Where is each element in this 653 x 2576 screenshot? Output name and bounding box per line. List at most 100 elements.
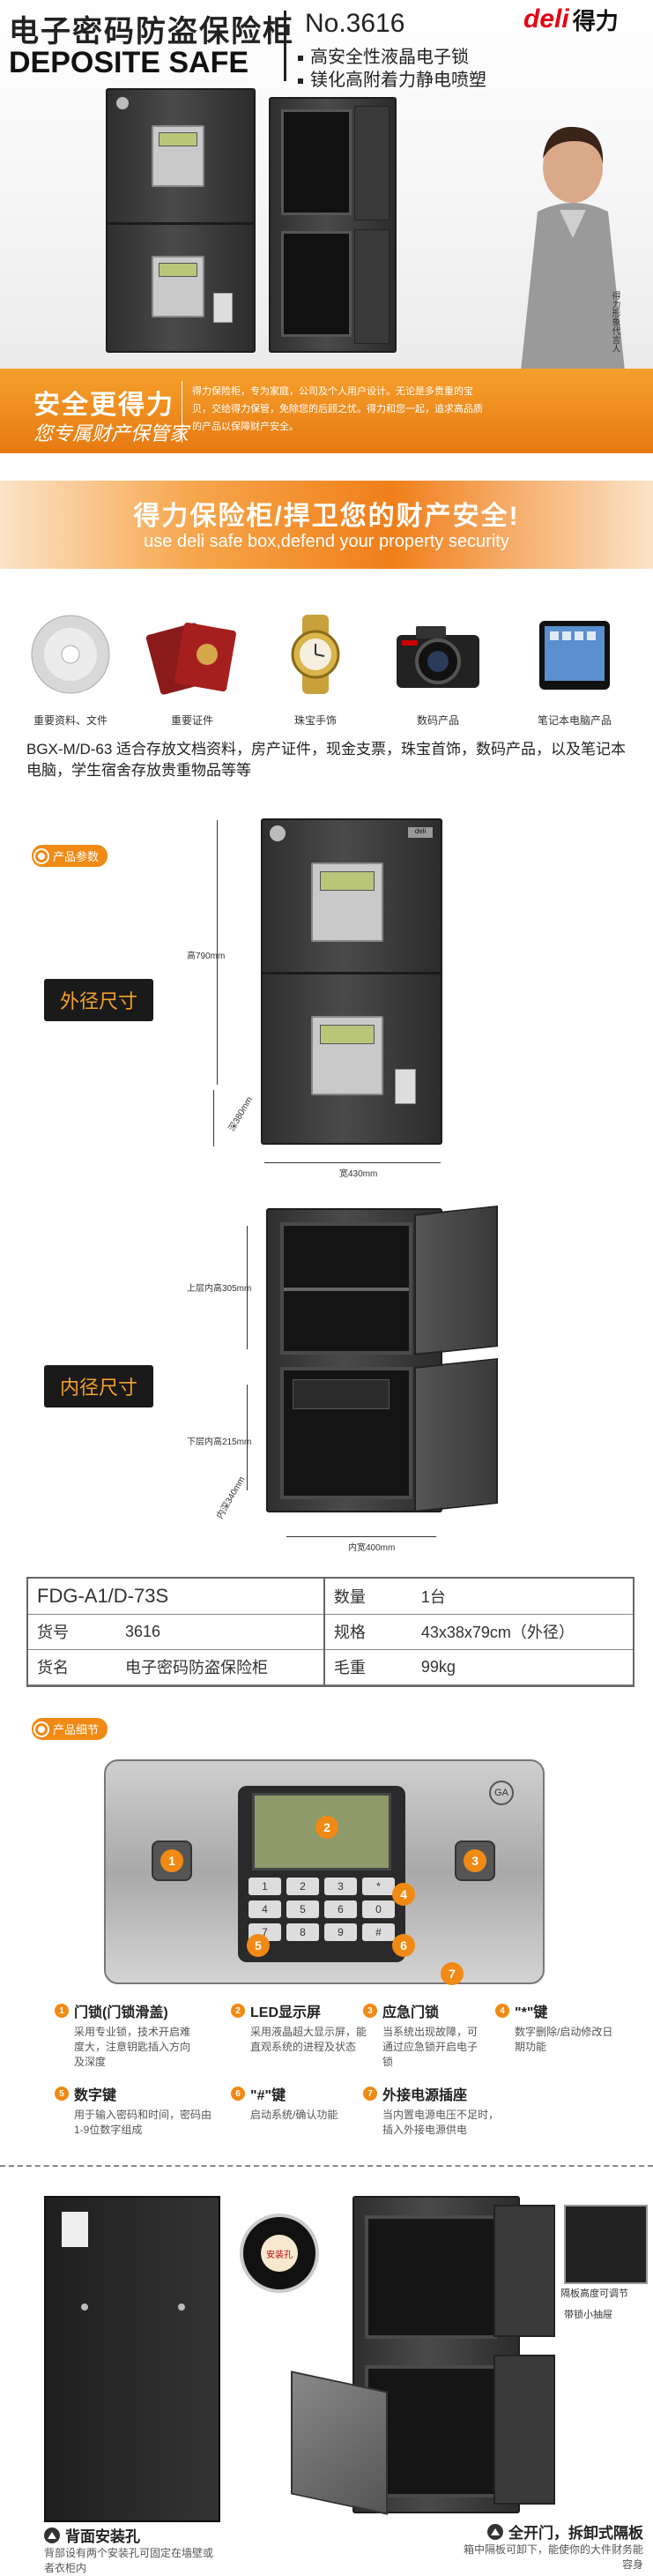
- slogan-band: [0, 481, 653, 569]
- inner-upper-line: [247, 1226, 248, 1349]
- hero-title-cn: 电子密码防盗保险柜: [9, 15, 294, 49]
- safe-back-image: [44, 2196, 220, 2522]
- hero-divider: [284, 11, 286, 81]
- keypad-grid: 1 2 3 * 4 5 6 0 7 8 9 #: [249, 1878, 395, 1941]
- tablet-icon: [539, 621, 610, 690]
- table-row: 货号 3616 规格 43x38x79cm（外径）: [28, 1614, 633, 1650]
- spec-key: 货号: [28, 1614, 116, 1650]
- model-number: No.3616: [305, 9, 405, 38]
- outer-depth-line: [213, 1089, 214, 1147]
- open-caption: 全开门，拆卸式隔板 箱中隔板可卸下，能使你的大件财务能容身: [463, 2523, 643, 2571]
- keypad-key[interactable]: 0: [362, 1900, 395, 1918]
- slogan-cn: 得力保险柜/捍卫您的财产安全!: [133, 502, 520, 531]
- safe-keypad-lower: [152, 256, 204, 317]
- spokesperson-caption: 得力形象代言人: [610, 291, 620, 353]
- open-door-lower: [493, 2355, 555, 2505]
- ga-logo: GA: [489, 1781, 514, 1805]
- keypad-key[interactable]: 4: [249, 1900, 281, 1918]
- lock-panel-image: 2 1 3 GA 1 2 3 * 4 5 6 0 7 8 9 # 4 5 6 7: [104, 1759, 545, 1985]
- removable-shelf: [291, 2371, 388, 2515]
- table-row: 货名 电子密码防盗保险柜 毛重 99kg: [28, 1649, 633, 1685]
- drawer-note: 带锁小抽屉: [564, 2310, 612, 2320]
- outer-keypad-upper: [311, 862, 383, 942]
- brand-en: deli: [523, 4, 569, 34]
- storage-label: 笔记本电脑产品: [537, 714, 612, 727]
- outer-height: 高790mm: [187, 952, 226, 961]
- spec-value: 3616: [116, 1614, 324, 1650]
- spec-key: 货名: [28, 1649, 116, 1685]
- inner-door-lower: [414, 1358, 498, 1512]
- play-icon: [44, 2527, 60, 2543]
- inner-door-upper: [414, 1206, 498, 1355]
- spec-value: 电子密码防盗保险柜: [116, 1649, 324, 1685]
- inner-upper-height: 上层内高305mm: [187, 1284, 252, 1294]
- panel-marker-3: 3: [464, 1849, 486, 1872]
- orange-slogan-1: 安全更得力: [33, 391, 174, 420]
- keypad-key[interactable]: 2: [286, 1878, 319, 1895]
- cd-icon: [31, 615, 110, 694]
- hero-safe-closed: [106, 88, 256, 353]
- panel-marker-2: 2: [315, 1816, 338, 1839]
- orange-banner: [0, 369, 653, 453]
- outer-depth: 深380mm: [226, 1094, 256, 1134]
- storage-item-digital: 数码产品: [385, 601, 491, 728]
- storage-item-certificates: 重要证件: [139, 601, 245, 728]
- inner-size-label: 内径尺寸: [44, 1365, 154, 1407]
- deli-logo[interactable]: deli 得力: [523, 4, 647, 35]
- storage-item-documents: 重要资料、文件: [18, 601, 123, 728]
- install-hole-zoom: 安装孔: [240, 2214, 319, 2293]
- keypad-key[interactable]: 9: [324, 1923, 357, 1941]
- spokesperson-photo: [520, 126, 626, 379]
- spec-model: FDG-A1/D-73S: [28, 1579, 324, 1615]
- keypad-key[interactable]: 8: [286, 1923, 319, 1941]
- storage-label: 数码产品: [416, 714, 459, 727]
- watch-icon: [291, 615, 340, 694]
- keypad-key[interactable]: *: [362, 1878, 395, 1895]
- storage-item-laptop: 笔记本电脑产品: [522, 601, 627, 728]
- brand-cn: 得力: [572, 7, 619, 34]
- panel-marker-5: 5: [247, 1934, 270, 1957]
- spec-value: 99kg: [412, 1649, 633, 1685]
- feature-star-key: 4"*"键 数字删除/启动修改日期功能: [495, 2000, 619, 2055]
- orange-description: 得力保险柜，专为家庭，公司及个人用户设计。无论是多贵重的宝贝，交给得力保管，免除…: [192, 386, 483, 432]
- hero-title-en: DEPOSITE SAFE: [9, 46, 249, 79]
- inner-safe-image: [266, 1208, 442, 1512]
- outer-safe-image: deli: [261, 818, 442, 1145]
- outer-size-label: 外径尺寸: [44, 979, 154, 1021]
- hero-safe-open: [269, 97, 397, 353]
- keypad-key[interactable]: 1: [249, 1878, 281, 1895]
- safe-keypad-upper: [152, 125, 204, 187]
- panel-marker-4: 4: [392, 1883, 415, 1906]
- inner-lower-height: 下层内高215mm: [187, 1437, 252, 1447]
- panel-marker-1: 1: [160, 1849, 183, 1872]
- slogan-en: use deli safe box,defend your property s…: [144, 532, 509, 551]
- outer-width: 宽430mm: [339, 1169, 378, 1179]
- back-caption: 背面安装孔 背部设有两个安装孔可固定在墙壁或者衣柜内: [44, 2527, 214, 2574]
- outer-width-line: [264, 1162, 441, 1163]
- keypad-key[interactable]: #: [362, 1923, 395, 1941]
- storage-item-jewelry: 珠宝手饰: [263, 601, 368, 728]
- hero-feature-1: 高安全性液晶电子锁: [298, 42, 469, 68]
- passport-icon: [145, 622, 236, 695]
- play-icon: [487, 2523, 503, 2540]
- shelf-note: 隔板高度可调节: [560, 2289, 628, 2299]
- table-row: FDG-A1/D-73S 数量 1台: [28, 1579, 633, 1615]
- dashed-divider: [0, 2165, 653, 2167]
- feature-hash-key: 6"#"键 启动系统/确认功能: [231, 2083, 354, 2123]
- keypad-key[interactable]: 5: [286, 1900, 319, 1918]
- outer-keypad-lower: [311, 1016, 383, 1095]
- open-door-upper: [493, 2205, 555, 2337]
- storage-label: 重要资料、文件: [33, 714, 108, 727]
- install-hole-sticker: 安装孔: [261, 2235, 298, 2272]
- params-badge: 产品参数: [32, 845, 108, 867]
- spec-value: 1台: [412, 1579, 633, 1615]
- inner-lower-line: [247, 1385, 248, 1490]
- usage-text: BGX-M/D-63 适合存放文档资料，房产证件，现金支票，珠宝首饰，数码产品，…: [26, 741, 627, 779]
- keypad-key[interactable]: 3: [324, 1878, 357, 1895]
- keypad-key[interactable]: 6: [324, 1900, 357, 1918]
